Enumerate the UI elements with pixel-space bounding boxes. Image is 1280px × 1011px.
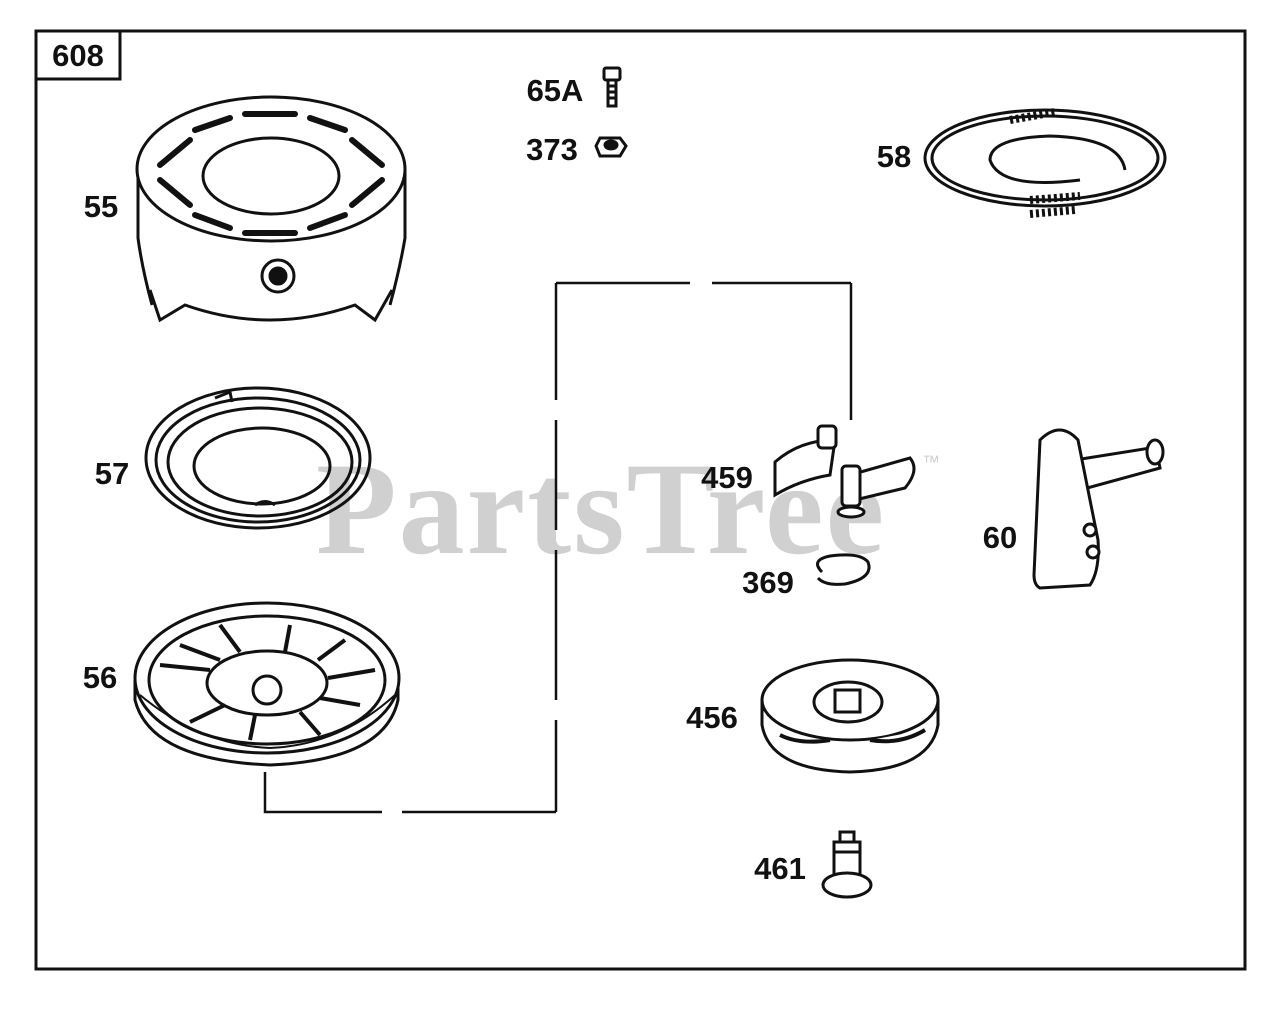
pawl-retainer-drawing	[760, 658, 940, 774]
part-label-55: 55	[84, 189, 118, 224]
retainer-ring-drawing	[816, 553, 871, 586]
pawl-drawing	[773, 424, 916, 519]
part-label-60: 60	[983, 520, 1017, 555]
part-label-456: 456	[686, 700, 738, 735]
part-label-373: 373	[526, 132, 578, 167]
diagram-frame	[34, 29, 1247, 971]
starter-housing-drawing	[135, 95, 407, 323]
starter-rope-drawing	[923, 108, 1167, 218]
screw-drawing	[602, 66, 622, 108]
part-label-57: 57	[95, 456, 129, 491]
figure-number: 608	[52, 38, 104, 73]
part-label-56: 56	[83, 660, 117, 695]
part-label-459: 459	[701, 460, 753, 495]
part-label-369: 369	[742, 565, 794, 600]
starter-handle-drawing	[1032, 428, 1165, 590]
watermark-trademark: ™	[922, 452, 940, 472]
part-label-461: 461	[754, 851, 806, 886]
starter-pulley-drawing	[133, 601, 401, 767]
part-label-58: 58	[877, 139, 911, 174]
figure-number-box: 608	[34, 29, 122, 81]
center-screw-drawing	[821, 830, 873, 899]
nut-drawing	[594, 136, 628, 158]
assembly-bracket	[263, 281, 853, 814]
part-label-65A: 65A	[527, 73, 584, 108]
rewind-spring-drawing	[144, 386, 372, 530]
